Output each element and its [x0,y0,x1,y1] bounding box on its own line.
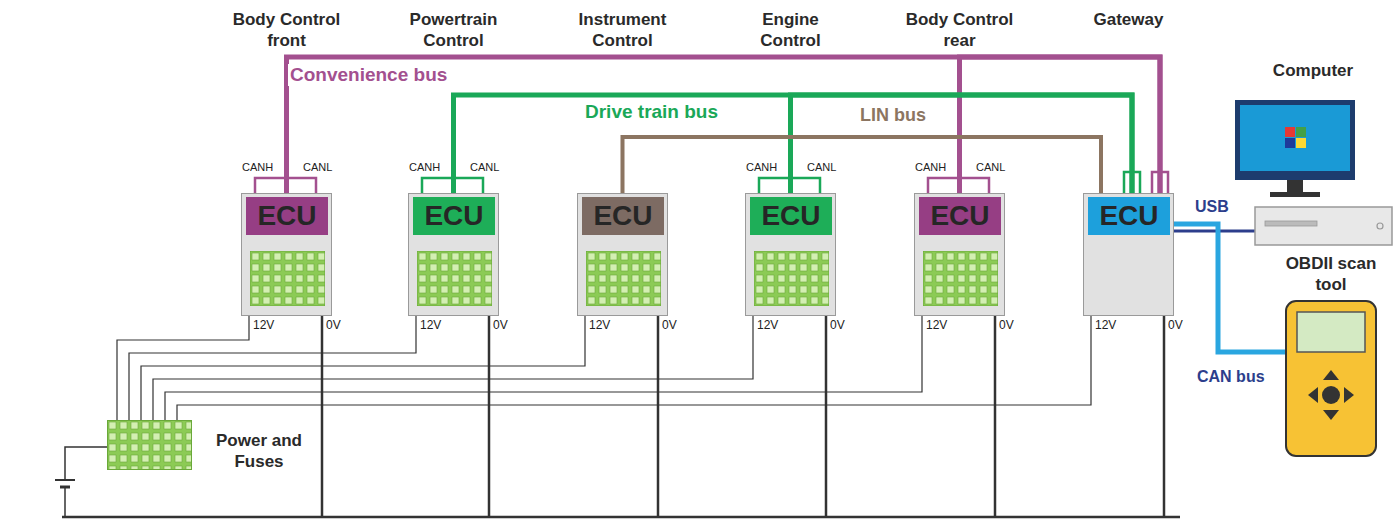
monitor-stand [1287,180,1303,193]
bus-line [287,57,1161,193]
monitor-frame [1235,100,1355,180]
pin-name: 12V [253,318,274,332]
logo [1285,138,1295,148]
power-button [1377,223,1383,229]
ecu-box: ECUInstrument Control [577,193,668,316]
fuse-grid [107,420,192,470]
ecu-header: ECU [1088,197,1170,235]
pin-name: 0V [1168,318,1183,332]
ecu-header: ECU [582,197,664,235]
grid-board [754,251,829,306]
pin-name: 12V [1095,318,1116,332]
monitor-base [1270,192,1320,197]
bus-label: Drive train bus [583,101,720,123]
ecu-label: ECU [750,197,832,235]
pin-name: 0V [662,318,677,332]
scan-tool-body [1286,301,1376,456]
pin-name: CANL [470,160,499,174]
pin-name: 12V [589,318,610,332]
fuse-box: Power and Fuses [107,420,192,470]
ecu-label: ECU [246,197,328,235]
ecu-label: ECU [919,197,1001,235]
pin-name: CANH [746,160,777,174]
connector-grid [923,251,998,306]
ecu-title: Body Control rear [897,9,1022,51]
ecu-label: ECU [582,197,664,235]
ecu-box: ECUBody Control front [241,193,332,316]
pin-name: 12V [926,318,947,332]
pin-name: CANH [409,160,440,174]
ecu-title: Body Control front [224,9,349,51]
bus-label: Convenience bus [288,64,449,86]
bus-line [177,316,1091,420]
pin-name: 12V [757,318,778,332]
pin-name: CANL [303,160,332,174]
connector-grid [586,251,661,306]
ecu-box: ECUGateway [1083,193,1174,316]
scan-tool: OBDII scan tool [1285,300,1377,457]
pin-name: 0V [999,318,1014,332]
pin-name: CANL [807,160,836,174]
ecu-title: Instrument Control [560,9,685,51]
bus-label: CAN bus [1195,366,1267,388]
arrow-key [1323,370,1339,380]
drive-slot [1265,221,1317,226]
computer-title: Computer [1243,60,1383,81]
pin-name: CANH [242,160,273,174]
computer-icon [1232,95,1394,250]
connector-grid [250,251,325,306]
ecu-title: Gateway [1066,9,1191,30]
connector-grid [754,251,829,306]
logo [1285,127,1295,137]
ecu-label: ECU [1088,197,1170,235]
pin-name: CANL [976,160,1005,174]
ecu-header: ECU [246,197,328,235]
pin-name: CANH [915,160,946,174]
pin-name: 0V [830,318,845,332]
ecu-box: ECUEngine Control [745,193,836,316]
scan-tool-screen [1297,312,1365,352]
scan-tool-icon [1285,300,1377,457]
pin-name: 0V [326,318,341,332]
ecu-header: ECU [919,197,1001,235]
grid-board [923,251,998,306]
arrow-key [1344,387,1354,403]
grid-board [250,251,325,306]
bus-line [454,95,1133,193]
arrow-key [1323,410,1339,420]
connector-grid [417,251,492,306]
grid-board [586,251,661,306]
fuse-board [108,421,192,470]
ecu-title: Powertrain Control [391,9,516,51]
logo [1296,138,1306,148]
scan-tool-button [1322,386,1340,404]
grid-board [417,251,492,306]
fuse-title: Power and Fuses [211,430,307,472]
ecu-title: Engine Control [741,9,841,51]
ecu-box: ECUBody Control rear [914,193,1005,316]
logo [1296,127,1306,137]
scan-tool-title: OBDII scan tool [1271,253,1391,295]
ecu-header: ECU [413,197,495,235]
pc-case [1255,207,1392,245]
bus-line [791,95,1133,193]
ecu-header: ECU [750,197,832,235]
bus-label: LIN bus [858,104,928,126]
pin-name: 12V [420,318,441,332]
ecu-label: ECU [413,197,495,235]
bus-line [623,137,1102,193]
bus-line [1174,230,1255,233]
computer: Computer [1232,95,1394,250]
arrow-key [1308,387,1318,403]
pin-name: 0V [493,318,508,332]
bus-label: USB [1193,196,1231,218]
ecu-box: ECUPowertrain Control [408,193,499,316]
monitor-screen [1240,105,1350,171]
